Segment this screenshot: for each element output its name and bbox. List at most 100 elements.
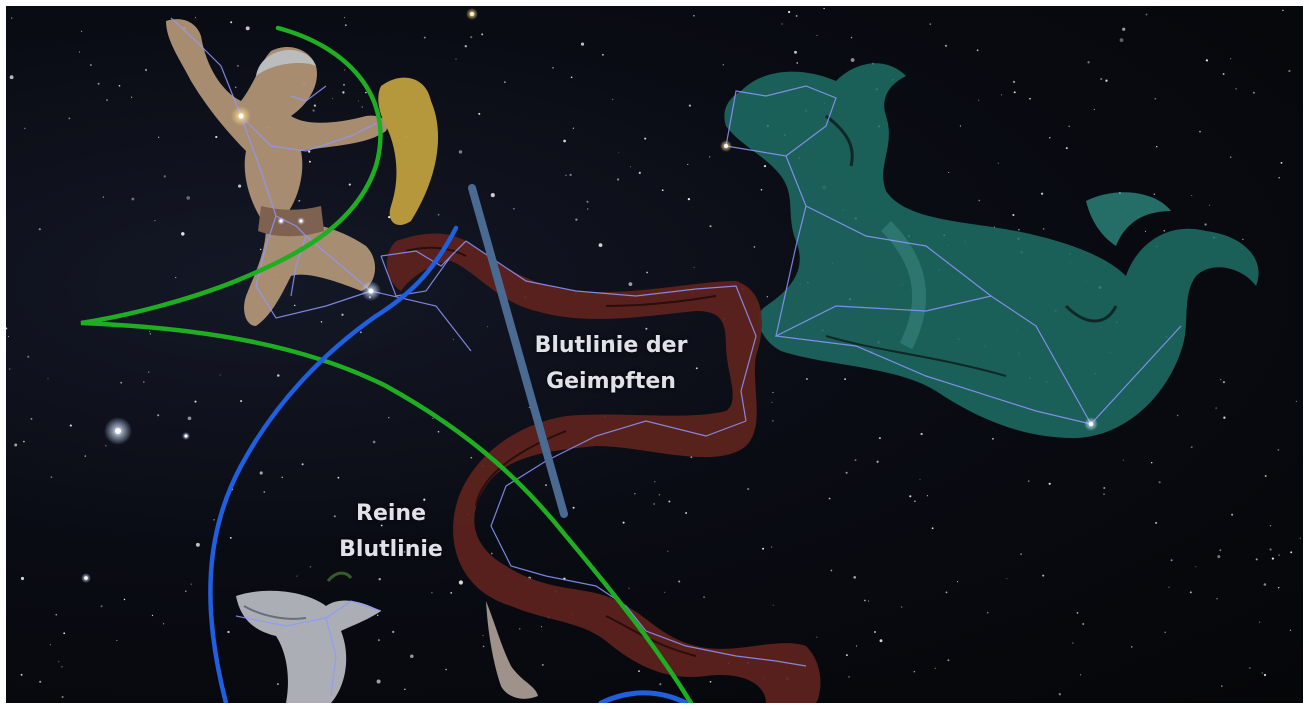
star: [846, 472, 848, 474]
star: [1242, 239, 1243, 240]
star: [10, 75, 14, 79]
star: [935, 668, 936, 669]
star: [120, 382, 122, 384]
star: [855, 459, 857, 461]
star: [79, 51, 80, 52]
star: [1043, 228, 1045, 230]
star: [388, 417, 389, 418]
star: [797, 62, 798, 63]
star: [1001, 94, 1002, 95]
star: [491, 553, 493, 555]
star: [662, 189, 664, 191]
star: [796, 15, 798, 17]
star: [978, 200, 980, 202]
star: [309, 161, 311, 163]
star: [1094, 109, 1095, 110]
star: [487, 326, 488, 327]
sky-map-canvas: Blutlinie der Geimpften Reine Blutlinie: [6, 6, 1303, 703]
star: [294, 305, 296, 307]
star: [1072, 643, 1073, 644]
star: [653, 503, 654, 504]
star: [163, 623, 164, 624]
star: [314, 105, 316, 107]
star: [1123, 460, 1124, 461]
star: [1087, 61, 1089, 63]
star: [823, 8, 824, 9]
star: [1077, 612, 1079, 614]
star: [703, 596, 705, 598]
star: [453, 339, 454, 340]
star: [90, 64, 92, 66]
star: [1278, 177, 1279, 178]
star: [879, 437, 881, 439]
star: [638, 670, 640, 672]
star: [914, 671, 916, 673]
star: [1278, 587, 1280, 589]
star: [1154, 98, 1156, 100]
star: [1020, 553, 1022, 555]
star: [260, 249, 262, 251]
star: [39, 228, 41, 230]
star: [1282, 10, 1284, 12]
star: [1146, 14, 1148, 16]
star: [470, 457, 472, 459]
star: [1217, 555, 1220, 558]
star: [379, 578, 381, 580]
star: [563, 140, 566, 143]
star: [851, 58, 855, 62]
star: [629, 588, 630, 589]
star: [1103, 493, 1105, 495]
star: [565, 175, 566, 176]
star: [587, 208, 588, 209]
star: [1204, 223, 1206, 225]
star: [664, 592, 665, 593]
star: [459, 150, 462, 153]
star: [238, 185, 241, 188]
star: [55, 614, 57, 616]
star: [119, 85, 121, 87]
star: [1156, 146, 1157, 147]
star: [450, 592, 452, 594]
star: [1223, 381, 1225, 383]
star: [901, 606, 903, 608]
star: [8, 336, 9, 337]
star: [392, 631, 394, 633]
star: [1059, 693, 1061, 695]
star: [685, 512, 687, 514]
star: [230, 537, 232, 539]
star: [945, 45, 947, 47]
star: [709, 225, 711, 227]
star: [667, 551, 668, 552]
star: [47, 378, 48, 379]
star: [1177, 415, 1179, 417]
star: [1272, 558, 1274, 560]
star: [639, 172, 641, 174]
star: [277, 683, 279, 685]
star: [103, 197, 104, 198]
star: [571, 77, 573, 79]
star: [410, 655, 414, 659]
star: [992, 438, 994, 440]
star: [617, 178, 619, 180]
star: [1158, 481, 1160, 483]
star: [341, 314, 343, 316]
star: [693, 15, 695, 16]
star: [296, 576, 297, 577]
star: [773, 605, 774, 606]
star: [1171, 559, 1173, 561]
star: [1221, 685, 1223, 687]
star: [1042, 575, 1044, 577]
star: [874, 631, 876, 633]
star: [599, 243, 603, 247]
star: [977, 49, 979, 51]
star: [21, 674, 23, 676]
star: [23, 441, 25, 443]
star: [767, 296, 768, 297]
star: [124, 599, 125, 600]
star: [101, 605, 103, 607]
star: [932, 527, 934, 529]
vaccinated-label-line-2: Geimpften: [506, 364, 716, 400]
star: [404, 689, 405, 690]
star: [51, 476, 53, 478]
star: [1290, 551, 1292, 553]
